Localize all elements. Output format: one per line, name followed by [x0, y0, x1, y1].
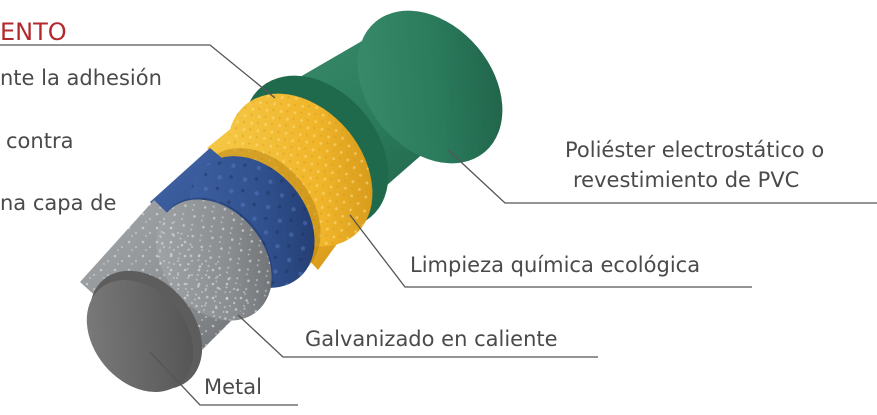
leader-line-galvanized [237, 314, 598, 358]
section-heading: ENTO [0, 18, 67, 46]
leader-line-heading [0, 44, 276, 99]
left-text-line-1: nte la adhesión [0, 66, 162, 90]
left-text-line-3: na capa de [0, 191, 117, 215]
layer-label-metal: Metal [204, 375, 262, 399]
left-text-line-2: contra [6, 129, 74, 153]
leader-line-metal [149, 351, 298, 406]
leader-line-coating [447, 149, 877, 204]
layer-label-cleaning: Limpieza química ecológica [410, 253, 701, 277]
leader-line-cleaning [349, 214, 752, 288]
leader-lines [0, 44, 877, 406]
layer-label-galvanized: Galvanizado en caliente [305, 327, 558, 351]
layer-metal-core [86, 270, 203, 392]
layer-label-coating-line-2: revestimiento de PVC [573, 168, 800, 192]
layer-label-coating-line-1: Poliéster electrostático o [565, 138, 825, 162]
